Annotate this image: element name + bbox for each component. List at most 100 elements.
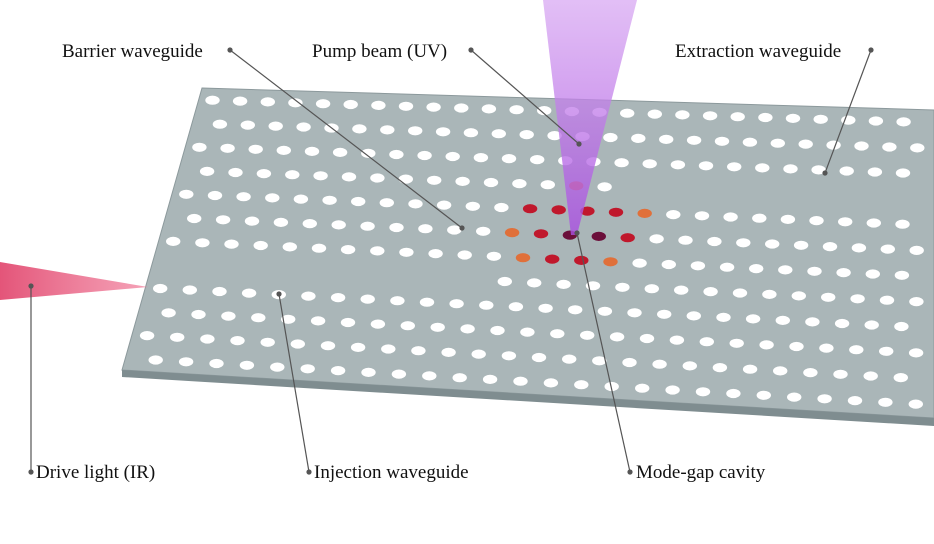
lattice-hole	[568, 305, 583, 315]
lattice-hole	[422, 371, 437, 381]
lattice-hole	[220, 143, 235, 153]
lattice-hole	[236, 192, 251, 202]
lattice-hole	[296, 122, 311, 132]
lattice-hole	[265, 193, 280, 203]
cavity-hole	[574, 255, 589, 265]
lattice-hole	[714, 136, 730, 146]
lattice-hole	[841, 115, 856, 125]
lattice-hole	[447, 225, 462, 235]
lattice-hole	[320, 341, 336, 351]
lattice-hole	[778, 265, 793, 275]
lattice-hole	[785, 113, 801, 123]
lattice-hole	[268, 121, 283, 131]
lattice-hole	[822, 242, 838, 252]
lattice-hole	[793, 240, 809, 250]
lattice-hole	[350, 342, 366, 352]
lattice-hole	[408, 199, 423, 209]
mode-gap-cavity-dot	[574, 230, 580, 236]
lattice-hole	[436, 200, 452, 210]
lattice-hole	[497, 276, 512, 287]
lattice-hole	[139, 331, 155, 341]
lattice-hole	[702, 111, 718, 121]
lattice-hole	[758, 112, 773, 123]
lattice-hole	[864, 320, 879, 330]
lattice-hole	[224, 239, 239, 249]
lattice-hole	[811, 165, 826, 175]
cavity-hole	[551, 205, 566, 215]
lattice-hole	[452, 373, 467, 383]
lattice-hole	[457, 250, 472, 260]
lattice-hole	[659, 134, 674, 144]
lattice-hole	[712, 363, 728, 373]
lattice-hole	[699, 337, 714, 347]
lattice-hole	[281, 314, 296, 324]
extraction-waveguide-leader	[824, 49, 872, 174]
lattice-hole	[642, 159, 657, 169]
lattice-hole	[260, 97, 275, 107]
lattice-hole	[290, 339, 305, 349]
lattice-hole	[276, 145, 291, 155]
lattice-hole	[686, 135, 702, 145]
lattice-hole	[200, 334, 215, 344]
lattice-hole	[603, 132, 618, 143]
pump-beam-target-dot	[576, 141, 582, 147]
lattice-hole	[418, 224, 433, 234]
lattice-hole	[445, 151, 460, 162]
lattice-hole	[833, 369, 848, 379]
lattice-hole	[360, 221, 375, 231]
lattice-hole	[441, 347, 456, 357]
lattice-hole	[228, 167, 243, 178]
lattice-hole	[471, 349, 486, 359]
lattice-hole	[244, 216, 260, 226]
lattice-hole	[580, 330, 595, 340]
lattice-hole	[427, 175, 442, 185]
lattice-hole	[411, 346, 426, 356]
lattice-hole	[483, 177, 499, 188]
lattice-hole	[331, 220, 346, 230]
lattice-hole	[867, 167, 883, 177]
lattice-hole	[370, 246, 385, 256]
pump-beam-leader	[470, 49, 580, 145]
lattice-hole	[895, 168, 911, 178]
lattice-hole	[639, 333, 655, 344]
lattice-hole	[240, 120, 255, 130]
lattice-hole	[597, 306, 613, 316]
lattice-hole	[332, 147, 348, 157]
cavity-hole	[580, 206, 595, 216]
lattice-hole	[908, 399, 923, 409]
lattice-hole	[351, 196, 366, 207]
lattice-hole	[476, 226, 491, 236]
injection-waveguide-label: Injection waveguide	[314, 462, 469, 483]
lattice-hole	[491, 129, 506, 139]
lattice-hole	[657, 309, 672, 319]
lattice-hole	[479, 300, 494, 310]
lattice-hole	[752, 213, 767, 223]
lattice-hole	[556, 279, 571, 289]
injection-waveguide-leader	[278, 293, 310, 473]
lattice-hole	[759, 340, 774, 350]
lattice-hole	[371, 100, 386, 110]
injection-waveguide-dot	[276, 291, 282, 297]
lattice-hole	[212, 286, 227, 297]
lattice-hole	[604, 381, 619, 392]
lattice-hole	[435, 127, 451, 137]
lattice-hole	[293, 194, 309, 204]
lattice-hole	[698, 161, 714, 171]
lattice-hole	[310, 316, 326, 326]
lattice-hole	[248, 144, 263, 154]
lattice-hole	[352, 124, 367, 134]
lattice-hole	[620, 108, 635, 118]
lattice-hole	[465, 201, 480, 211]
cavity-hole	[620, 233, 635, 243]
lattice-hole	[908, 348, 924, 358]
lattice-hole	[340, 245, 356, 255]
lattice-hole	[195, 238, 210, 248]
lattice-hole	[895, 219, 910, 229]
lattice-hole	[682, 361, 697, 371]
lattice-hole	[178, 357, 194, 367]
lattice-hole	[530, 155, 545, 165]
barrier-waveguide-label: Barrier waveguide	[62, 41, 203, 62]
lattice-hole	[399, 247, 414, 257]
lattice-hole	[398, 101, 414, 111]
